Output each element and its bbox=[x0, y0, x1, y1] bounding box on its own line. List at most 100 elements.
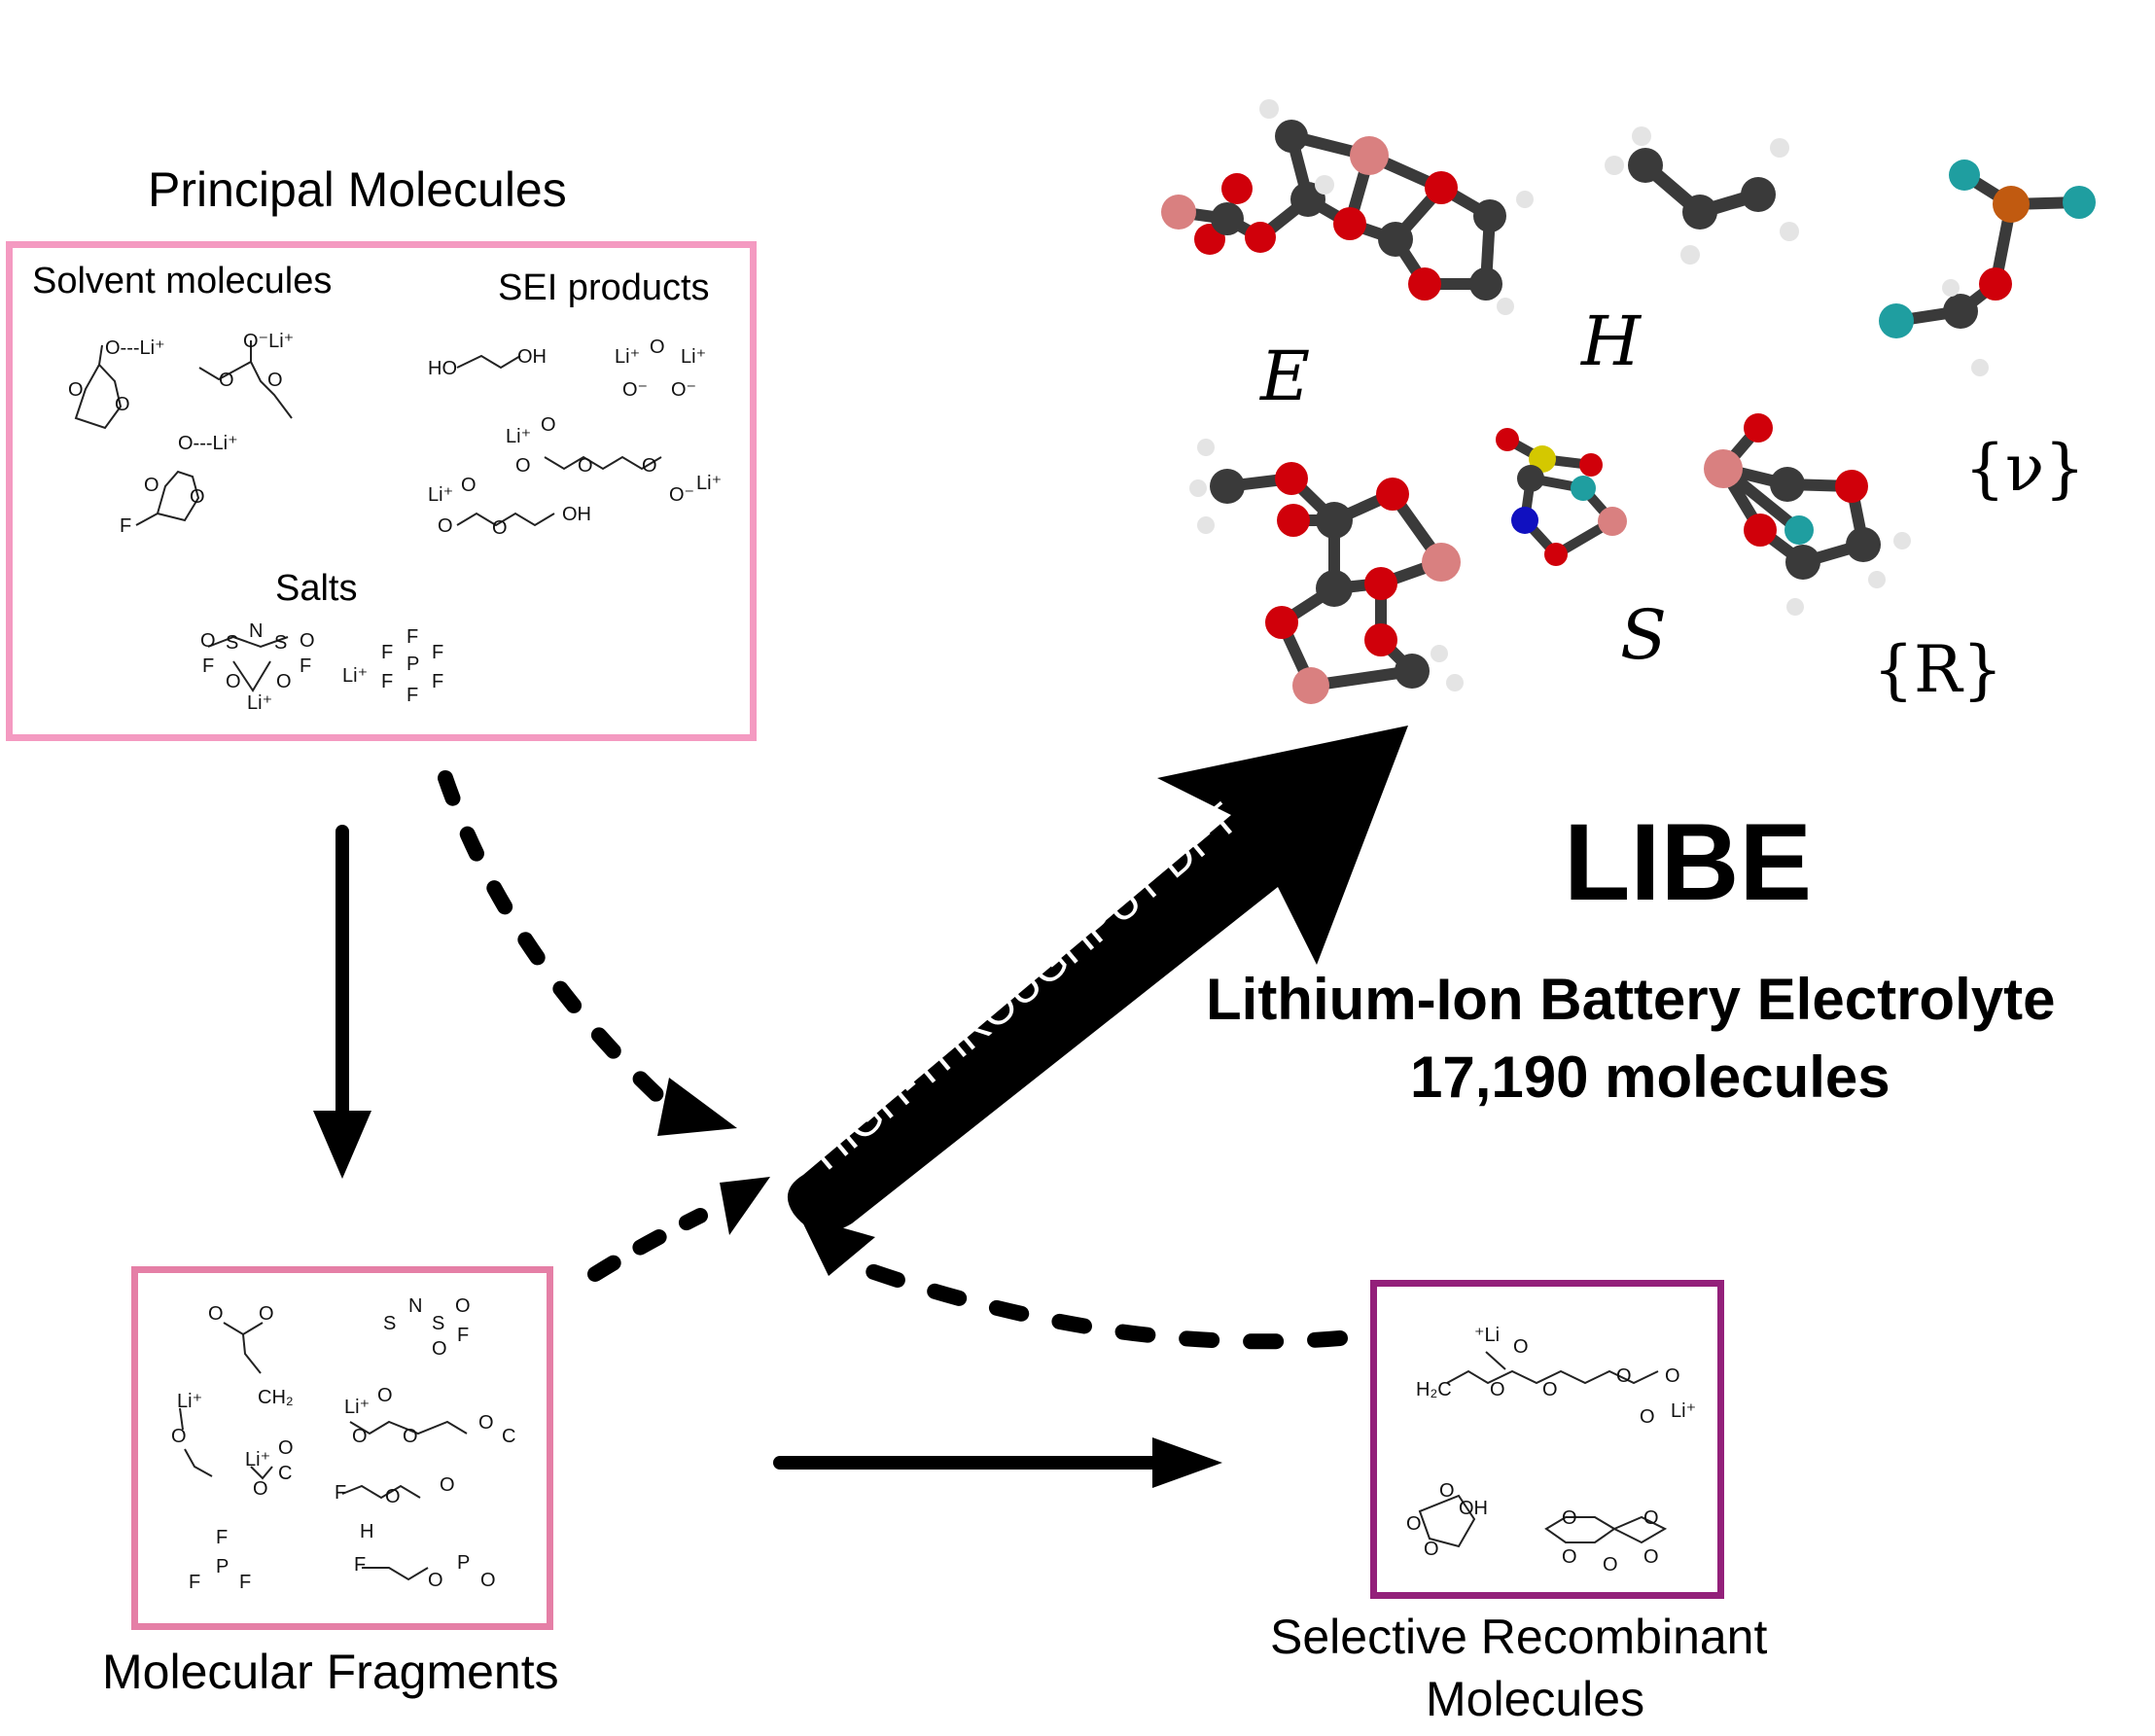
arrow-principal-to-fragments bbox=[313, 825, 371, 1179]
frag-p1: P bbox=[216, 1556, 230, 1577]
salt-s2: S bbox=[274, 632, 288, 654]
sei-li5: Li⁺ bbox=[428, 484, 454, 506]
geometry-symbol: {R} bbox=[1873, 632, 2003, 707]
entropy-symbol: S bbox=[1620, 595, 1667, 675]
libe-full-name: Lithium-Ion Battery Electrolyte bbox=[1206, 967, 2056, 1032]
solvent-molecules-label: Solvent molecules bbox=[32, 261, 333, 301]
salt-f-f: F bbox=[406, 685, 419, 706]
molecular-fragments-box bbox=[131, 1266, 553, 1630]
molecule-e bbox=[1161, 99, 1534, 315]
sei-o-b: O⁻ bbox=[622, 379, 649, 401]
recomb-h2c: H₂C bbox=[1416, 1379, 1452, 1400]
salt-f-e: F bbox=[432, 671, 444, 692]
frag-o12: O bbox=[385, 1486, 401, 1507]
frag-o3: O bbox=[455, 1295, 471, 1317]
solvent-dmc-o2: O bbox=[267, 370, 283, 391]
frag-o14: O bbox=[428, 1570, 443, 1591]
salt-o3: O bbox=[226, 671, 241, 692]
frag-f3: F bbox=[216, 1527, 229, 1548]
frag-li3: Li⁺ bbox=[245, 1449, 271, 1470]
sei-li3: Li⁺ bbox=[506, 426, 532, 447]
libe-acronym: LIBE bbox=[1564, 801, 1813, 923]
frag-o9: O bbox=[478, 1412, 494, 1434]
recomb-o3: O bbox=[1542, 1379, 1558, 1400]
sei-o-e: O bbox=[515, 455, 531, 477]
recombinant-title-line1: Selective Recombinant bbox=[1270, 1610, 1768, 1664]
frag-n: N bbox=[408, 1295, 423, 1317]
recomb-o8: O bbox=[1406, 1513, 1422, 1535]
sei-o-f: O bbox=[578, 455, 593, 477]
recomb-o1: O bbox=[1513, 1336, 1529, 1358]
salt-o1: O bbox=[200, 630, 216, 652]
molecule-cluster-middle bbox=[1496, 428, 1627, 566]
frag-o10: O bbox=[278, 1437, 294, 1459]
frag-f5: F bbox=[239, 1572, 252, 1593]
recomb-o11: O bbox=[1562, 1546, 1577, 1568]
solvent-fec-o1: O bbox=[144, 475, 159, 496]
recomb-o2: O bbox=[1490, 1379, 1505, 1400]
frag-f2: F bbox=[335, 1482, 347, 1504]
frag-c1: C bbox=[502, 1426, 516, 1447]
high-throughput-dft-arrow[interactable]: HIGH-THROUGHPUT DFT bbox=[787, 726, 1408, 1232]
frag-o1: O bbox=[208, 1303, 224, 1325]
frag-o2: O bbox=[259, 1303, 274, 1325]
recomb-li2: Li⁺ bbox=[1671, 1400, 1697, 1422]
recomb-o9: O bbox=[1424, 1539, 1439, 1560]
sei-o-k: O bbox=[492, 517, 508, 539]
recomb-o6: O bbox=[1640, 1406, 1655, 1428]
recomb-o12: O bbox=[1603, 1554, 1618, 1576]
principal-molecules-title: Principal Molecules bbox=[148, 162, 567, 217]
salt-f1: F bbox=[202, 655, 215, 677]
recomb-o13: O bbox=[1643, 1507, 1659, 1529]
salt-o4: O bbox=[276, 671, 292, 692]
sei-o-i: O bbox=[461, 475, 477, 496]
recomb-oh: OH bbox=[1459, 1498, 1488, 1519]
dashed-arrow-recombinant-to-hub bbox=[799, 1216, 1348, 1350]
arrow-fragments-to-recombinant bbox=[773, 1437, 1222, 1488]
frag-s2: S bbox=[432, 1313, 445, 1334]
dashed-arrow-fragments-to-hub bbox=[587, 1177, 770, 1282]
salt-f-d: F bbox=[381, 671, 394, 692]
solvent-dmc-o1: O bbox=[219, 370, 234, 391]
sei-o-j: O bbox=[438, 515, 453, 537]
frag-li2: Li⁺ bbox=[344, 1397, 371, 1418]
sei-products-label: SEI products bbox=[498, 267, 710, 308]
salt-p: P bbox=[406, 654, 420, 675]
salt-f-c: F bbox=[432, 642, 444, 663]
recomb-li1: ⁺Li bbox=[1474, 1325, 1501, 1346]
frag-f1: F bbox=[457, 1325, 470, 1346]
salt-o2: O bbox=[300, 630, 315, 652]
frag-o5: O bbox=[171, 1426, 187, 1447]
salt-s1: S bbox=[226, 632, 239, 654]
salt-pf6-li: Li⁺ bbox=[342, 665, 369, 687]
sei-o-a: O bbox=[650, 337, 665, 358]
dft-arrow-label: HIGH-THROUGHPUT DFT bbox=[800, 793, 1248, 1179]
sei-o-g: O bbox=[642, 455, 657, 477]
sei-o-c: O⁻ bbox=[671, 379, 697, 401]
frag-o15: O bbox=[480, 1570, 496, 1591]
fragment-skeletal-structures bbox=[179, 1322, 468, 1581]
recomb-o14: O bbox=[1643, 1546, 1659, 1568]
sei-oh2: OH bbox=[562, 504, 591, 525]
solvent-fec-o2: O bbox=[190, 486, 205, 508]
dashed-arrow-principal-to-hub bbox=[438, 770, 737, 1136]
solvent-ec-li: O---Li⁺ bbox=[105, 337, 165, 359]
salts-label: Salts bbox=[275, 568, 358, 609]
molecular-fragments-title: Molecular Fragments bbox=[102, 1645, 559, 1699]
recomb-o10: O bbox=[1562, 1507, 1577, 1529]
molecule-h bbox=[1605, 126, 1799, 265]
recomb-o5: O bbox=[1665, 1365, 1680, 1387]
frag-o4: O bbox=[432, 1338, 447, 1360]
molecule-cluster-left bbox=[1189, 439, 1464, 704]
energy-symbol: E bbox=[1260, 337, 1311, 416]
frag-h: H bbox=[360, 1521, 374, 1542]
frag-o8: O bbox=[403, 1426, 418, 1447]
frag-s: S bbox=[383, 1313, 397, 1334]
sei-o-d: O bbox=[541, 414, 556, 436]
frag-o11: O bbox=[253, 1478, 268, 1500]
frequencies-symbol: {ν} bbox=[1964, 431, 2086, 506]
frag-o13: O bbox=[440, 1474, 455, 1496]
solvent-fec-f: F bbox=[120, 515, 132, 537]
frag-li1: Li⁺ bbox=[177, 1391, 203, 1412]
